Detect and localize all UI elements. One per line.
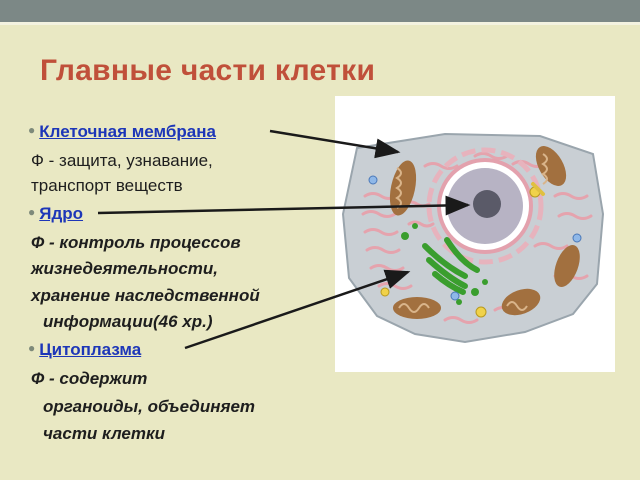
membrane-line-2: транспорт веществ (31, 176, 183, 195)
cell-illustration-icon (341, 132, 605, 344)
membrane-line-1: Ф - защита, узнавание, (31, 151, 213, 170)
cytoplasm-line-2: органоиды, объединяет (43, 397, 256, 416)
nucleus-line-4: информации(46 хр.) (43, 312, 213, 331)
top-divider (0, 22, 640, 25)
bullet-dot-icon: ● (28, 123, 36, 137)
item-membrane: ●Клеточная мембрана (28, 122, 216, 142)
nucleolus (473, 190, 501, 218)
top-band (0, 0, 640, 22)
link-membrane[interactable]: Клеточная мембрана (39, 122, 216, 141)
slide-title: Главные части клетки (40, 54, 376, 87)
cell-image-panel (335, 96, 615, 372)
mitochondria (389, 146, 580, 319)
nucleus-line-1: Ф - контроль процессов (31, 233, 241, 252)
link-cytoplasm[interactable]: Цитоплазма (39, 340, 142, 359)
bullet-dot-icon: ● (28, 205, 36, 219)
link-nucleus[interactable]: Ядро (39, 204, 84, 223)
cytoplasm-line-1: Ф - содержит (31, 369, 148, 388)
nucleus-line-3: хранение наследственной (31, 286, 260, 305)
golgi-apparatus (422, 237, 480, 295)
nucleus-line-2: жизнедеятельности, (31, 259, 219, 278)
item-nucleus: ●Ядро (28, 204, 83, 224)
nuclear-envelope-outer (426, 147, 544, 265)
golgi-vesicles (401, 223, 488, 305)
cytoplasm-line-3: части клетки (43, 424, 166, 443)
item-cytoplasm: ●Цитоплазма (28, 340, 141, 360)
bullet-dot-icon: ● (28, 341, 36, 355)
